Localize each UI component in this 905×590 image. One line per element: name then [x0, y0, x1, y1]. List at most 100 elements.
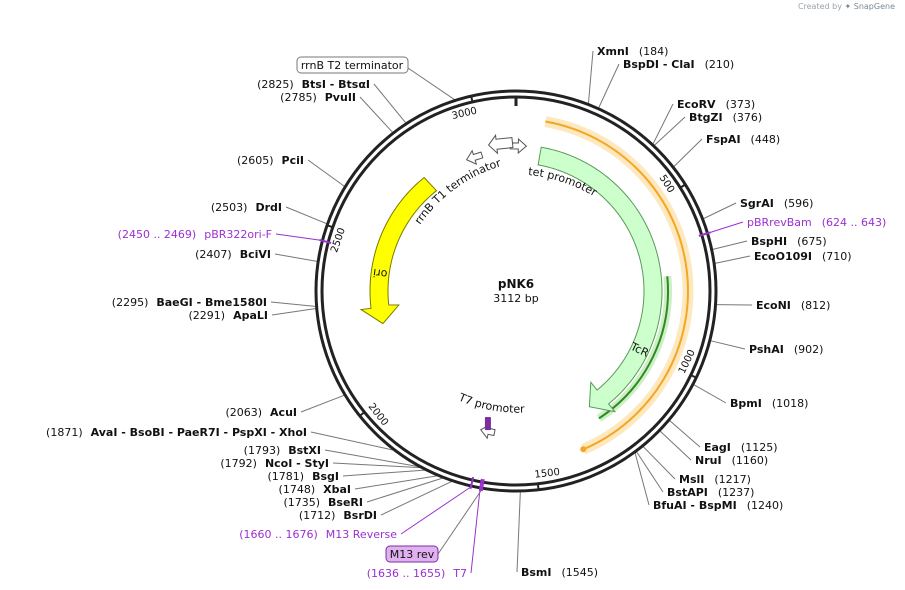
site-leaders [270, 50, 753, 574]
orf-arc-orange [545, 120, 689, 451]
primer-marks [319, 231, 711, 492]
site-label-xmni: XmnI(184) [597, 45, 668, 58]
site-leader [587, 50, 594, 106]
snapgene-credit: Created by ✦ SnapGene [798, 2, 895, 11]
primer-mark-pbr322ori-f [319, 238, 332, 244]
site-leader [342, 469, 429, 477]
site-leader [354, 474, 441, 490]
site-leader [373, 83, 408, 125]
m13-rev-leader [437, 488, 483, 555]
primer-mark-pbrrevbam [698, 231, 711, 237]
site-leader [667, 418, 701, 448]
site-label-bfuai: BfuAI - BspMI(1240) [653, 499, 783, 512]
restriction-site-labels: XmnI(184)BspDI - ClaI(210)EcoRV(373)BtgZ… [46, 45, 852, 579]
primer-leader [470, 488, 481, 574]
feature-ori [359, 176, 438, 325]
orf-arc-orange-head [580, 446, 587, 453]
rrnb-t2-leader [407, 67, 457, 102]
site-label-bsgi: (1781)BsgI [268, 470, 339, 483]
tick-mark [678, 183, 687, 190]
tick-label: 1500 [534, 467, 561, 481]
site-leader [324, 449, 425, 469]
snapgene-logo: ✦ [844, 2, 852, 11]
site-leader [708, 339, 746, 350]
site-label-bsphi: BspHI(675) [751, 235, 827, 248]
site-leader [310, 431, 398, 452]
site-label-xbai: (1748)XbaI [279, 483, 351, 496]
credit-brand: SnapGene [853, 2, 895, 11]
site-leader [300, 394, 347, 413]
credit-prefix: Created by [797, 2, 842, 11]
tick-mark [325, 223, 335, 229]
primer-leader [400, 486, 472, 535]
site-leader [366, 476, 446, 503]
site-leader [651, 103, 674, 147]
m13-rev-box [385, 545, 439, 563]
site-label-bsmi: BsmI(1545) [521, 566, 598, 579]
site-label-bcivi: (2407)BciVI [195, 248, 271, 261]
tick-mark [469, 94, 474, 104]
site-leader [516, 489, 521, 573]
site-leader [713, 255, 751, 265]
rrnb-t2-terminator-arrow [465, 149, 484, 165]
site-label-bspdi: BspDI - ClaI(210) [623, 58, 734, 71]
site-label-msli: MslI(1217) [679, 473, 751, 486]
site-label-ecoo109i: EcoO109I(710) [754, 250, 852, 263]
tick-mark [536, 482, 540, 491]
site-leader [307, 159, 347, 188]
site-label-bseri: (1735)BseRI [283, 496, 363, 509]
primer-mark-m13-rev [480, 479, 485, 492]
site-leader [271, 307, 318, 316]
small-feature-arrows [465, 133, 528, 440]
orf-arcs [544, 116, 694, 455]
site-leader [710, 240, 748, 251]
site-label-baegi: (2295)BaeGI - Bme1580I [112, 296, 267, 309]
boxed-feature-labels: rrnB T2 terminator M13 rev [296, 56, 439, 563]
site-label-avai: (1871)AvaI - BsoBI - PaeR7I - PspXI - Xh… [46, 426, 307, 439]
site-label-btsi: (2825)BtsI - BtsαI [257, 78, 370, 91]
primer-label-t7-primer: (1636 .. 1655)T7 [367, 567, 467, 580]
site-label-ncoi: (1792)NcoI - StyI [220, 457, 329, 470]
site-leader [634, 450, 650, 506]
rrnb-t2-box [296, 56, 409, 74]
site-label-acui: (2063)AcuI [225, 406, 297, 419]
tick-mark [358, 410, 366, 418]
site-label-bstxi: (1793)BstXI [244, 444, 321, 457]
site-label-apali: (2291)ApaLI [189, 309, 269, 322]
site-label-sgrai: SgrAI(596) [740, 197, 813, 210]
tet-promoter-arrow [509, 137, 528, 155]
site-leader [635, 449, 664, 493]
site-leader [285, 206, 329, 225]
site-label-nrui: NruI(1160) [695, 454, 768, 467]
primer-labels: pBRrevBam(624 .. 643)(2450 .. 2469)pBR32… [118, 216, 887, 580]
site-label-bpmi: BpmI(1018) [730, 397, 808, 410]
t7-promoter-label: T7 promoter [456, 390, 525, 415]
tick-mark [689, 373, 698, 380]
site-leader [274, 253, 320, 263]
site-leader [380, 479, 455, 516]
site-label-eagi: EagI(1125) [704, 441, 777, 454]
plasmid-name: pNK6 [498, 277, 534, 291]
site-label-bstapi: BstAPI(1237) [667, 486, 754, 499]
site-leader [658, 429, 692, 461]
site-leader [652, 116, 686, 148]
primer-leader [275, 233, 322, 241]
site-leader [270, 301, 318, 308]
primer-label-pbrrevbam: pBRrevBam(624 .. 643) [747, 216, 886, 229]
primer-leader [708, 221, 744, 234]
site-leader [672, 138, 703, 169]
site-leader [691, 383, 727, 404]
site-label-btgzi: BtgZI(376) [689, 111, 762, 124]
rrnb-t1-terminator-arrow [487, 133, 514, 155]
site-label-pvuii: (2785)PvuII [280, 91, 356, 104]
site-label-pshai: PshAI(902) [749, 343, 823, 356]
t7-promoter-block [484, 417, 491, 431]
site-leader [597, 63, 620, 110]
primer-label-m13rev-primer: (1660 .. 1676)M13 Reverse [239, 528, 397, 541]
primer-mark-m13-reverse [469, 476, 475, 490]
site-leader [701, 202, 737, 220]
site-label-econi: EcoNI(812) [756, 299, 830, 312]
feature-tcr [537, 146, 663, 413]
